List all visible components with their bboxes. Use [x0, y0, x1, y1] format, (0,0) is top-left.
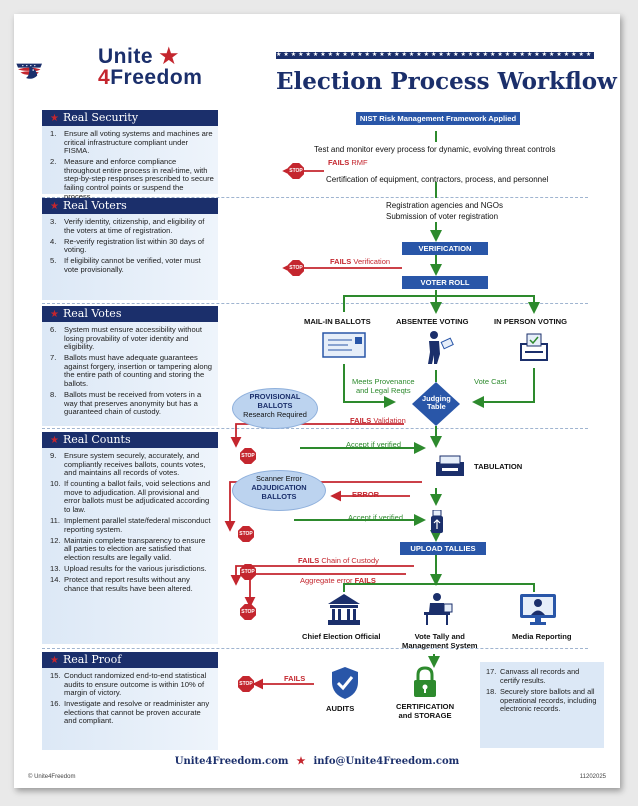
stop-icon: STOP [238, 676, 254, 692]
nist-box: NIST Risk Management Framework Applied [356, 112, 520, 125]
stop-icon: STOP [240, 448, 256, 464]
list-item: 14.Protect and report results without an… [50, 575, 193, 593]
fails-validation-label: FAILS Validation [350, 416, 406, 425]
section-real-votes: ★Real Votes 6.System must ensure accessib… [42, 306, 218, 426]
verification-box: VERIFICATION [402, 242, 488, 255]
divider [42, 197, 588, 198]
section-real-voters: ★Real Voters 3.Verify identity, citizensh… [42, 198, 218, 300]
flyer-page: Unite ★ 4Freedom ★★★★★★★★★★★★★★★★★★★★★★★… [14, 14, 620, 788]
divider [42, 428, 588, 429]
list-item: 7.Ballots must have adequate guarantees … [50, 353, 213, 389]
right-steps-list: 17.Canvass all records and certify resul… [480, 667, 604, 714]
audits-label: AUDITS [326, 704, 355, 713]
stop-icon: STOP [288, 163, 304, 179]
mail-in-label: MAIL-IN BALLOTS [304, 317, 371, 326]
upload-tallies-box: UPLOAD TALLIES [400, 542, 486, 555]
tally-system-icon [424, 593, 453, 625]
error-label: ERROR [352, 490, 380, 499]
accept-verified-label: Accept if verified [346, 440, 402, 449]
list-item: 2.Measure and enforce compliance through… [50, 157, 214, 201]
star-banner: ★★★★★★★★★★★★★★★★★★★★★★★★★★★★★★★★★★★★★★★★… [276, 52, 594, 59]
divider [42, 303, 588, 304]
list-item: 3.Verify identity, citizenship, and elig… [50, 217, 205, 235]
email-link[interactable]: info@Unite4Freedom.com [313, 756, 460, 767]
fails-audit-label: FAILS [284, 674, 306, 683]
section-heading: ★Real Voters [42, 198, 218, 214]
test-monitor-text: Test and monitor every process for dynam… [314, 145, 556, 154]
document-code: 11202025 [579, 774, 606, 780]
list-item: 6.System must ensure accessibility witho… [50, 325, 203, 352]
brand-line-1: Unite ★ [98, 45, 179, 68]
list-item: 10.If counting a ballot fails, void sele… [50, 479, 211, 515]
list-item: 15.Conduct randomized end-to-end statist… [50, 671, 207, 698]
footer: Unite4Freedom.com★info@Unite4Freedom.com [174, 756, 460, 767]
stop-icon: STOP [288, 260, 304, 276]
lock-icon [414, 666, 436, 697]
brand-line-2: 4Freedom [98, 66, 203, 89]
fails-verification-label: FAILS Verification [330, 257, 391, 266]
section-list: 9.Ensure system securely, accurately, an… [42, 451, 218, 593]
list-item: 13.Upload results for the various jurisd… [50, 564, 207, 574]
list-item: 16.Investigate and resolve or readminist… [50, 699, 210, 726]
stop-icon: STOP [238, 526, 254, 542]
section-list: 6.System must ensure accessibility witho… [42, 325, 218, 417]
tabulation-label: TABULATION [474, 462, 523, 471]
right-steps-panel: 17.Canvass all records and certify resul… [480, 662, 604, 748]
media-monitor-icon [520, 594, 556, 625]
usb-drive-icon [431, 510, 443, 533]
aggregate-error-label: Aggregate error FAILS [300, 576, 376, 585]
section-heading: ★Real Votes [42, 306, 218, 322]
page-title: Election Process Workflow [276, 68, 617, 95]
voter-roll-box: VOTER ROLL [402, 276, 488, 289]
section-heading: ★Real Security [42, 110, 218, 126]
mail-ballot-icon [322, 332, 366, 358]
fails-chain-custody-label: FAILS Chain of Custody [298, 556, 379, 565]
chief-official-label: Chief Election Official [302, 632, 381, 641]
absentee-voter-icon [428, 331, 454, 364]
list-item: 8.Ballots must be received from voters i… [50, 390, 202, 417]
ballot-box-icon [520, 333, 548, 361]
section-real-counts: ★Real Counts 9.Ensure system securely, ac… [42, 432, 218, 644]
accept-verified-label-2: Accept if verified [348, 513, 404, 522]
certification-text: Certification of equipment, contractors,… [326, 175, 549, 184]
list-item: 12.Maintain complete transparency to ens… [50, 535, 206, 563]
list-item: 17.Canvass all records and certify resul… [486, 667, 580, 685]
list-item: 5.If eligibility cannot be verified, vot… [50, 256, 201, 274]
vote-cast-label: Vote Cast [474, 377, 507, 386]
audit-shield-icon [332, 667, 358, 699]
capitol-icon [328, 594, 360, 625]
list-item: 9.Ensure system securely, accurately, an… [50, 451, 206, 478]
media-reporting-label: Media Reporting [512, 632, 572, 641]
list-item: 4.Re-verify registration list within 30 … [50, 236, 205, 255]
stop-icon: STOP [240, 564, 256, 580]
section-heading: ★Real Counts [42, 432, 218, 448]
section-real-proof: ★Real Proof 15.Conduct randomized end-to-… [42, 652, 218, 750]
tabulator-icon [436, 455, 464, 476]
divider [42, 648, 588, 649]
list-item: 1.Ensure all voting systems and machines… [50, 129, 213, 156]
section-list: 15.Conduct randomized end-to-end statist… [42, 671, 218, 726]
section-real-security: ★Real Security 1.Ensure all voting system… [42, 110, 218, 200]
copyright-text: © Unite4Freedom [28, 774, 76, 780]
stop-icon: STOP [240, 604, 256, 620]
website-link[interactable]: Unite4Freedom.com [174, 756, 289, 767]
section-list: 3.Verify identity, citizenship, and elig… [42, 217, 218, 275]
section-heading: ★Real Proof [42, 652, 218, 668]
absentee-label: ABSENTEE VOTING [396, 317, 469, 326]
list-item: 18.Securely store ballots and all operat… [486, 687, 597, 713]
eagle-logo-icon [16, 63, 42, 79]
submission-text: Submission of voter registration [386, 212, 499, 221]
section-list: 1.Ensure all voting systems and machines… [42, 129, 218, 201]
in-person-label: IN PERSON VOTING [494, 317, 567, 326]
fails-rmf-label: FAILS RMF [328, 158, 368, 167]
list-item: 11.Implement parallel state/federal misc… [50, 516, 211, 534]
registration-agencies-text: Registration agencies and NGOs [386, 201, 503, 210]
